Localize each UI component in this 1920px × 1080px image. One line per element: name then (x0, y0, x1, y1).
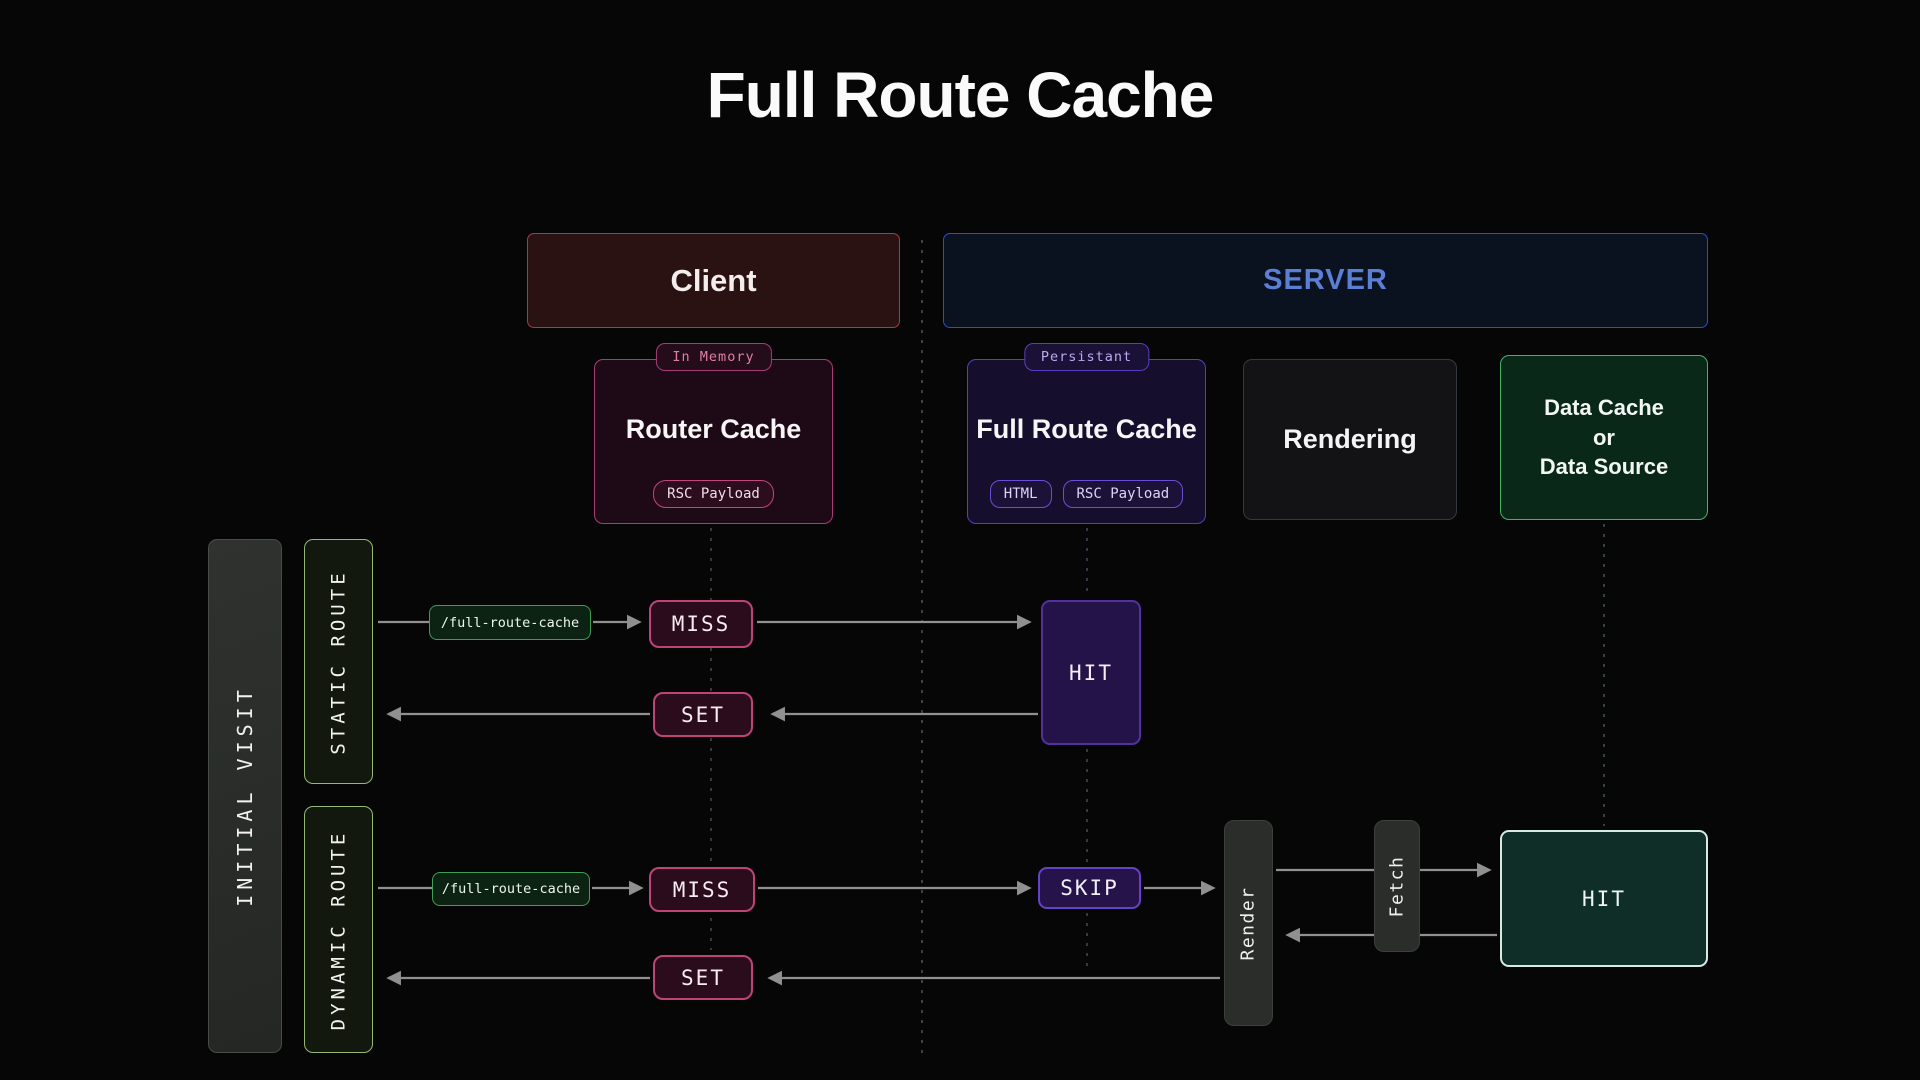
in-memory-badge: In Memory (655, 343, 772, 371)
dynamic-request-pill: /full-route-cache (432, 872, 590, 906)
rendering-title: Rendering (1283, 424, 1417, 454)
rsc-payload-pill-server: RSC Payload (1062, 480, 1184, 508)
static-request-pill: /full-route-cache (429, 605, 591, 640)
rsc-payload-pill: RSC Payload (653, 480, 774, 508)
static-route-lane: STATIC ROUTE (304, 539, 373, 784)
render-box: Render (1224, 820, 1273, 1026)
client-section-header: Client (527, 233, 900, 328)
skip-badge: SKIP (1038, 867, 1141, 909)
dynamic-miss-badge: MISS (649, 867, 755, 912)
data-cache-title: Data Cache or Data Source (1540, 393, 1668, 482)
dynamic-set-badge: SET (653, 955, 753, 1000)
client-section-label: Client (670, 262, 757, 298)
static-hit-box: HIT (1041, 600, 1141, 745)
rendering-box: Rendering (1243, 359, 1457, 520)
fetch-label: Fetch (1386, 855, 1408, 917)
server-section-label: SERVER (1263, 264, 1388, 296)
router-cache-pills: RSC Payload (595, 480, 832, 508)
data-cache-line-3: Data Source (1539, 454, 1669, 480)
router-cache-title: Router Cache (625, 414, 802, 444)
html-pill: HTML (989, 480, 1052, 508)
data-cache-line-1: Data Cache (1544, 394, 1664, 420)
static-miss-badge: MISS (649, 600, 753, 648)
full-route-cache-box: Persistant Full Route Cache HTML RSC Pay… (967, 343, 1206, 524)
initial-visit-lane: INITIAL VISIT (208, 539, 282, 1053)
data-cache-line-2: or (1592, 424, 1615, 450)
router-cache-box: In Memory Router Cache RSC Payload (594, 343, 833, 524)
page-title: Full Route Cache (706, 59, 1215, 131)
dynamic-route-lane: DYNAMIC ROUTE (304, 806, 373, 1053)
render-label: Render (1238, 885, 1259, 961)
data-cache-box: Data Cache or Data Source (1500, 355, 1708, 520)
full-route-cache-pills: HTML RSC Payload (968, 480, 1205, 508)
server-section-header: SERVER (943, 233, 1708, 328)
data-hit-box: HIT (1500, 830, 1708, 967)
static-route-label: STATIC ROUTE (327, 568, 350, 755)
persistant-badge: Persistant (1023, 343, 1150, 371)
static-set-badge: SET (653, 692, 753, 737)
fetch-box: Fetch (1374, 820, 1420, 952)
dynamic-route-label: DYNAMIC ROUTE (327, 829, 350, 1030)
initial-visit-label: INITIAL VISIT (233, 685, 258, 907)
full-route-cache-title: Full Route Cache (976, 414, 1197, 444)
